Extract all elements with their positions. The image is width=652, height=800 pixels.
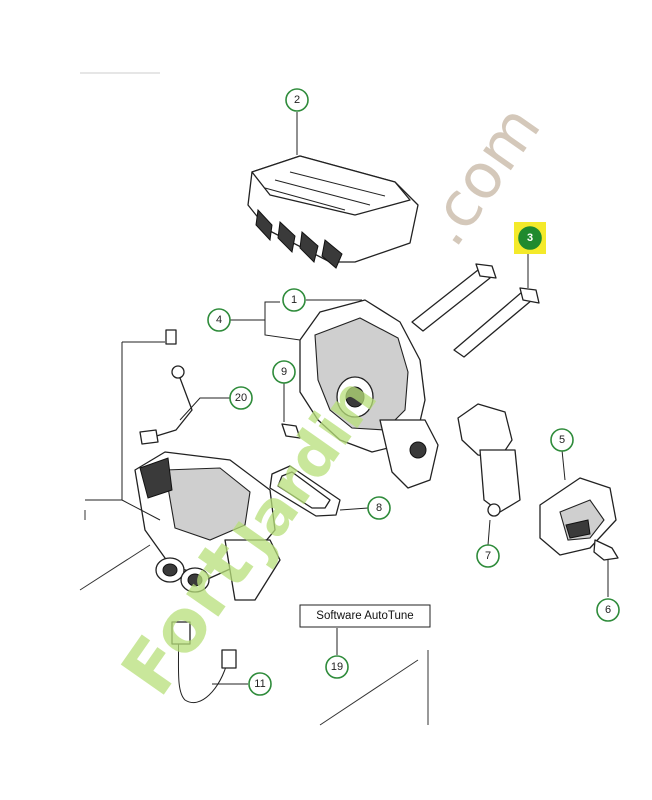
carburettor (134, 451, 281, 601)
svg-text:7: 7 (485, 550, 491, 562)
callout-4[interactable]: 4 (207, 308, 231, 332)
callout-11[interactable]: 11 (248, 672, 272, 696)
svg-text:19: 19 (331, 661, 343, 673)
callout-6[interactable]: 6 (596, 598, 620, 622)
svg-text:3: 3 (527, 232, 533, 244)
svg-text:2: 2 (294, 94, 300, 106)
callout-5[interactable]: 5 (550, 428, 574, 452)
choke-lever (457, 403, 521, 517)
svg-text:8: 8 (376, 502, 382, 514)
intake-housing (299, 299, 439, 489)
bolts (411, 263, 540, 358)
leader-lines (79, 112, 609, 726)
software-autotune-label: Software AutoTune (299, 604, 431, 628)
fuel-hose (139, 329, 193, 445)
wiring (171, 621, 237, 703)
svg-text:1: 1 (291, 294, 297, 306)
svg-text:20: 20 (235, 392, 247, 404)
software-autotune-text: Software AutoTune (316, 610, 413, 622)
svg-text:4: 4 (216, 314, 222, 326)
svg-text:9: 9 (281, 366, 287, 378)
air-filter-cover (247, 155, 419, 269)
svg-text:6: 6 (605, 604, 611, 616)
screw (593, 539, 619, 561)
callout-1[interactable]: 1 (282, 288, 306, 312)
svg-text:11: 11 (254, 678, 265, 690)
clip (281, 423, 301, 439)
gasket (269, 465, 341, 517)
callout-8[interactable]: 8 (367, 496, 391, 520)
callout-9[interactable]: 9 (272, 360, 296, 384)
callout-19[interactable]: 19 (325, 655, 349, 679)
callout-2[interactable]: 2 (285, 88, 309, 112)
callout-20[interactable]: 20 (229, 386, 253, 410)
callout-7[interactable]: 7 (476, 544, 500, 568)
callout-3[interactable]: 3 (514, 222, 546, 254)
flange (539, 477, 617, 556)
svg-text:5: 5 (559, 434, 565, 446)
